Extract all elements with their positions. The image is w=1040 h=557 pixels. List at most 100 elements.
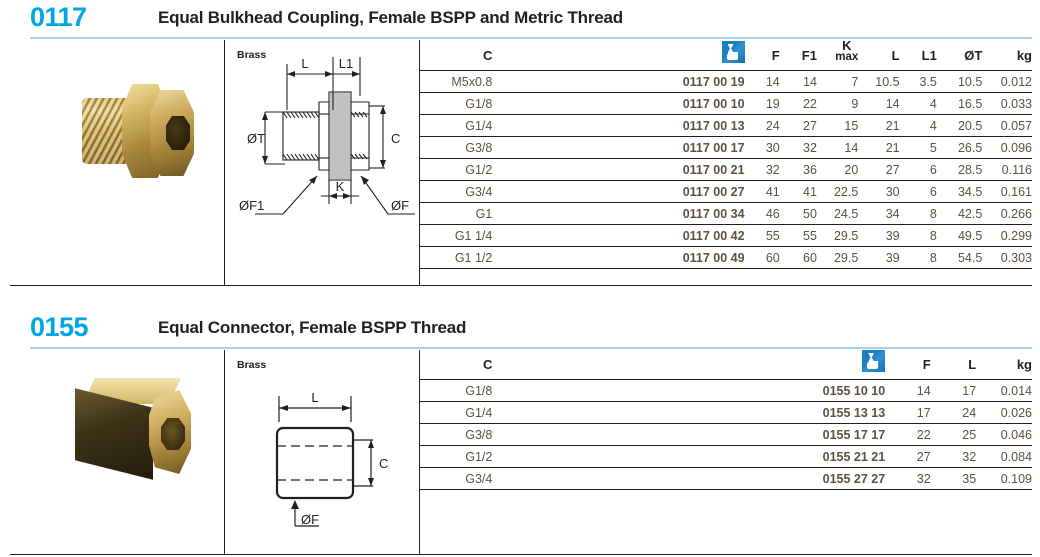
cell-thread-size: G1 1/2 <box>420 246 493 269</box>
col-header-ot: ØT <box>936 40 983 71</box>
svg-text:ØF: ØF <box>301 512 319 527</box>
cell-f1: 50 <box>779 202 817 225</box>
cell-part-reference[interactable]: 0117 00 21 <box>492 158 745 181</box>
svg-text:ØT: ØT <box>247 131 265 146</box>
cell-f: 60 <box>744 246 780 269</box>
cell-part-reference[interactable]: 0117 00 19 <box>492 70 745 93</box>
cell-f1: 36 <box>779 158 817 181</box>
cell-l: 34 <box>858 202 900 225</box>
spec-table-0117: C F F1 K max <box>420 38 1032 269</box>
cell-f: 55 <box>744 224 780 247</box>
cell-part-reference[interactable]: 0155 10 10 <box>492 379 886 402</box>
cell-kmax: 20 <box>816 158 859 181</box>
cell-thread-size: G1 1/4 <box>420 224 493 247</box>
svg-text:C: C <box>379 456 388 471</box>
cell-l1: 4 <box>899 114 937 137</box>
cell-part-reference[interactable]: 0155 27 27 <box>492 467 886 490</box>
material-label: Brass <box>237 49 267 61</box>
cell-f: 41 <box>744 180 780 203</box>
cell-f1: 32 <box>779 136 817 159</box>
kmax-max: max <box>835 50 859 63</box>
cell-ot: 28.5 <box>936 158 983 181</box>
cell-thread-size: G1/4 <box>420 401 493 424</box>
cell-part-reference[interactable]: 0117 00 49 <box>492 246 745 269</box>
cell-part-reference[interactable]: 0155 17 17 <box>492 423 886 446</box>
cell-f: 46 <box>744 202 780 225</box>
cell-f: 17 <box>885 401 931 424</box>
cell-ot: 10.5 <box>936 70 983 93</box>
cell-ot: 54.5 <box>936 246 983 269</box>
cell-kmax: 15 <box>816 114 859 137</box>
col-header-kg: kg <box>976 350 1032 380</box>
cell-f: 22 <box>885 423 931 446</box>
cell-f: 24 <box>744 114 780 137</box>
cell-l: 14 <box>858 92 900 115</box>
cell-part-reference[interactable]: 0117 00 27 <box>492 180 745 203</box>
panel-divider-right <box>419 350 420 554</box>
cell-f1: 14 <box>779 70 817 93</box>
cell-part-reference[interactable]: 0117 00 42 <box>492 224 745 247</box>
panel-bottom-border <box>10 285 1032 286</box>
cell-f: 14 <box>744 70 780 93</box>
section-header: 0117 Equal Bulkhead Coupling, Female BSP… <box>0 0 1040 39</box>
cell-part-reference[interactable]: 0155 21 21 <box>492 445 886 468</box>
kmax-k: K <box>842 38 852 53</box>
product-section-0155: 0155 Equal Connector, Female BSPP Thread… <box>0 310 1040 557</box>
cell-f1: 27 <box>779 114 817 137</box>
cell-f: 19 <box>744 92 780 115</box>
cell-l1: 8 <box>899 224 937 247</box>
cell-part-reference[interactable]: 0155 13 13 <box>492 401 886 424</box>
cell-thread-size: G1/4 <box>420 114 493 137</box>
cell-thread-size: G3/8 <box>420 136 493 159</box>
cell-l: 17 <box>930 379 977 402</box>
svg-text:L1: L1 <box>339 56 353 71</box>
cell-l: 39 <box>858 224 900 247</box>
cell-kg: 0.084 <box>976 445 1032 468</box>
product-section-0117: 0117 Equal Bulkhead Coupling, Female BSP… <box>0 0 1040 290</box>
svg-text:L: L <box>311 390 318 405</box>
cell-part-reference[interactable]: 0117 00 13 <box>492 114 745 137</box>
cell-f: 32 <box>744 158 780 181</box>
col-header-kg: kg <box>982 40 1032 71</box>
cell-l1: 8 <box>899 246 937 269</box>
col-header-kmax: K max <box>816 38 859 71</box>
cell-part-reference[interactable]: 0117 00 17 <box>492 136 745 159</box>
table-header-row: C F L kg <box>420 350 1032 380</box>
svg-text:ØF: ØF <box>391 198 409 213</box>
cell-part-reference[interactable]: 0117 00 10 <box>492 92 745 115</box>
table-header-row: C F F1 K max <box>420 38 1032 71</box>
cell-kg: 0.303 <box>982 246 1032 269</box>
product-panel: Brass <box>0 38 1040 286</box>
section-divider-rule <box>30 37 1032 39</box>
col-header-c: C <box>420 40 493 71</box>
cell-thread-size: G3/8 <box>420 423 493 446</box>
section-code: 0117 <box>30 2 87 32</box>
cell-ot: 16.5 <box>936 92 983 115</box>
cell-kg: 0.109 <box>976 467 1032 490</box>
cell-f: 32 <box>885 467 931 490</box>
cell-l: 27 <box>858 158 900 181</box>
col-header-reference <box>492 40 745 71</box>
cell-l1: 3.5 <box>899 70 937 93</box>
cell-l: 39 <box>858 246 900 269</box>
cell-part-reference[interactable]: 0117 00 34 <box>492 202 745 225</box>
cell-f: 27 <box>885 445 931 468</box>
